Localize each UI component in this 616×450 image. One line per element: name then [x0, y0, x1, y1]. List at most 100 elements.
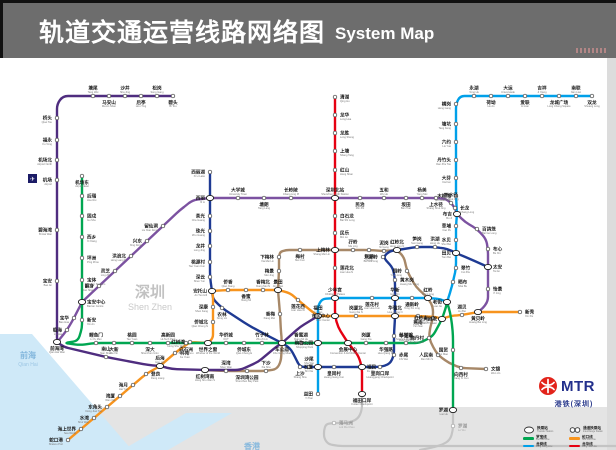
page-title-cn: 轨道交通运营线路网络图	[39, 18, 326, 47]
svg-text:Bao'an Centre: Bao'an Centre	[87, 304, 104, 308]
linked-interchange-icon	[569, 427, 581, 433]
svg-text:Hua Xin: Hua Xin	[390, 292, 400, 296]
transfer-station-dot	[330, 294, 340, 302]
station-dot	[452, 205, 458, 211]
station-dot	[78, 426, 84, 432]
station-dot	[332, 213, 338, 219]
station-dot	[244, 368, 250, 374]
svg-text:Bai Ge Long: Bai Ge Long	[482, 231, 497, 235]
map-label: 深圳	[135, 283, 165, 301]
station-dot	[450, 423, 456, 429]
svg-text:皇岗口岸: 皇岗口岸	[371, 370, 390, 377]
svg-text:茶光: 茶光	[195, 213, 206, 220]
transfer-station-dot	[313, 363, 323, 371]
svg-text:红树湾: 红树湾	[171, 339, 185, 346]
svg-text:Shang Shui Jing: Shang Shui Jing	[427, 206, 446, 210]
svg-text:坂田: 坂田	[401, 201, 411, 208]
station-dot	[223, 340, 229, 346]
transfer-station-dot	[448, 406, 458, 414]
svg-text:海上世界: 海上世界	[58, 426, 77, 433]
station-dot	[147, 340, 153, 346]
station-dot	[165, 340, 171, 346]
svg-text:Xing Dong: Xing Dong	[130, 243, 143, 247]
station-dot	[432, 244, 438, 250]
svg-text:孖岭: 孖岭	[348, 239, 358, 246]
svg-text:宝体: 宝体	[87, 277, 97, 284]
svg-text:Zhu Zi Lin: Zhu Zi Lin	[256, 337, 268, 341]
svg-text:宝华: 宝华	[60, 315, 70, 322]
station-dot	[64, 327, 70, 333]
svg-text:Grand Theater: Grand Theater	[420, 321, 437, 325]
svg-text:Hou Hai: Hou Hai	[155, 360, 165, 364]
svg-text:马安山: 马安山	[102, 99, 116, 106]
station-dot	[144, 238, 150, 244]
svg-text:Mei Jing: Mei Jing	[264, 273, 274, 277]
svg-text:Nan Lian: Nan Lian	[571, 90, 582, 94]
svg-text:Bai Shi Zhou: Bai Shi Zhou	[179, 351, 194, 355]
svg-text:Hong Ling S: Hong Ling S	[414, 320, 429, 324]
svg-text:Heng Gang: Heng Gang	[438, 106, 452, 110]
svg-text:Gang Xia N: Gang Xia N	[349, 310, 363, 314]
svg-text:Long Cheng Square: Long Cheng Square	[547, 104, 571, 108]
svg-text:大运: 大运	[503, 85, 513, 92]
station-dot	[288, 195, 294, 201]
station-dot	[117, 393, 123, 399]
station-dot	[210, 319, 216, 325]
svg-text:Bu Ji: Bu Ji	[446, 216, 452, 220]
svg-text:新秀: 新秀	[525, 309, 535, 316]
station-dot	[54, 137, 60, 143]
svg-text:Airport: Airport	[44, 182, 52, 186]
station-dot	[369, 295, 375, 301]
svg-text:Hong Shan: Hong Shan	[340, 172, 354, 176]
svg-text:上水径: 上水径	[429, 201, 443, 208]
station-dot	[187, 339, 193, 345]
svg-text:Yan Nan: Yan Nan	[413, 324, 423, 328]
svg-text:Shen Wan: Shen Wan	[220, 365, 233, 369]
line-color-swatch	[523, 444, 534, 448]
svg-text:Shekou Port: Shekou Port	[49, 442, 64, 446]
station-dot	[332, 148, 338, 154]
svg-text:皇岗村: 皇岗村	[327, 370, 341, 377]
svg-text:Shenzhen North Station: Shenzhen North Station	[321, 192, 349, 196]
svg-text:长岭陂: 长岭陂	[284, 187, 298, 194]
svg-text:龙城广场: 龙城广场	[549, 99, 569, 106]
station-dot	[505, 93, 511, 99]
svg-text:下沙: 下沙	[261, 360, 271, 367]
svg-text:Chang Ling Pi: Chang Ling Pi	[283, 192, 300, 196]
svg-text:大芬: 大芬	[442, 175, 452, 182]
svg-text:世界之窗: 世界之窗	[199, 346, 218, 353]
svg-text:后亭: 后亭	[136, 99, 146, 106]
station-dot	[453, 175, 459, 181]
rail-line-east-rail	[418, 410, 455, 450]
svg-text:Yi Tian: Yi Tian	[305, 396, 313, 400]
svg-text:Shuang Long: Shuang Long	[584, 104, 600, 108]
svg-text:Hi-Tech Park: Hi-Tech Park	[161, 337, 177, 341]
station-dot	[93, 340, 99, 346]
svg-text:民治: 民治	[355, 201, 365, 208]
